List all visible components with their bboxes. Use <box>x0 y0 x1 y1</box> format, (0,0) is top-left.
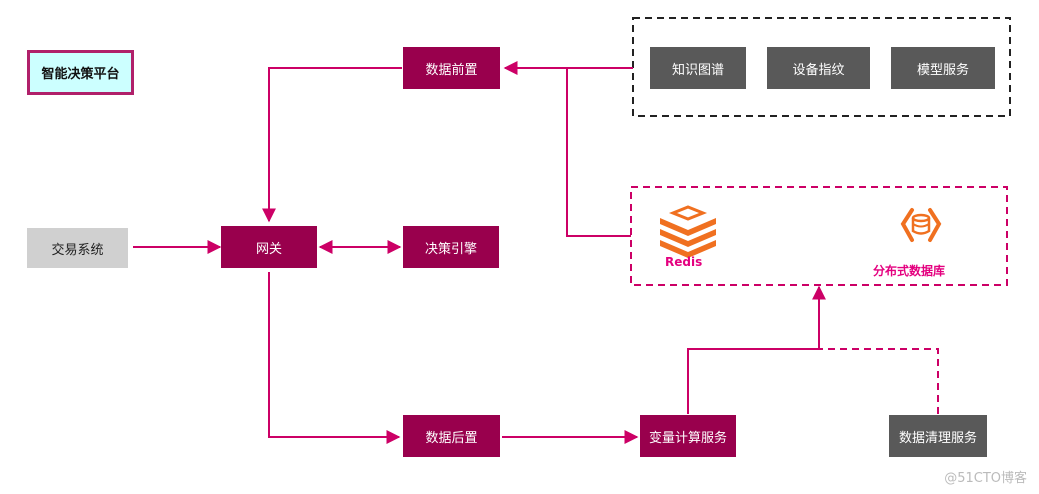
storage-group <box>630 186 1008 286</box>
node-data-post: 数据后置 <box>403 415 500 457</box>
node-knowledge-graph: 知识图谱 <box>650 47 746 89</box>
edge-redis-to-datapre <box>566 68 631 237</box>
edge-varcalc-to-db <box>687 285 826 414</box>
node-variable-calc-service: 变量计算服务 <box>640 415 736 457</box>
edge-gateway-to-datapost <box>268 272 401 444</box>
node-model-service: 模型服务 <box>891 47 995 89</box>
database-icon <box>900 208 942 242</box>
node-data-clean-service: 数据清理服务 <box>889 415 987 457</box>
node-gateway: 网关 <box>221 226 317 268</box>
watermark: @51CTO博客 <box>944 471 1027 486</box>
node-decision-engine: 决策引擎 <box>403 226 499 268</box>
node-device-fingerprint: 设备指纹 <box>767 47 870 89</box>
redis-label: Redis <box>665 255 703 269</box>
distributed-db-label: 分布式数据库 <box>873 264 946 278</box>
node-trading-system: 交易系统 <box>27 228 128 268</box>
edge-clean-to-db <box>819 348 939 414</box>
edge-datapre-to-gateway <box>262 67 402 223</box>
redis-icon <box>660 205 716 258</box>
node-data-pre: 数据前置 <box>403 47 500 89</box>
platform-title: 智能决策平台 <box>27 50 134 95</box>
